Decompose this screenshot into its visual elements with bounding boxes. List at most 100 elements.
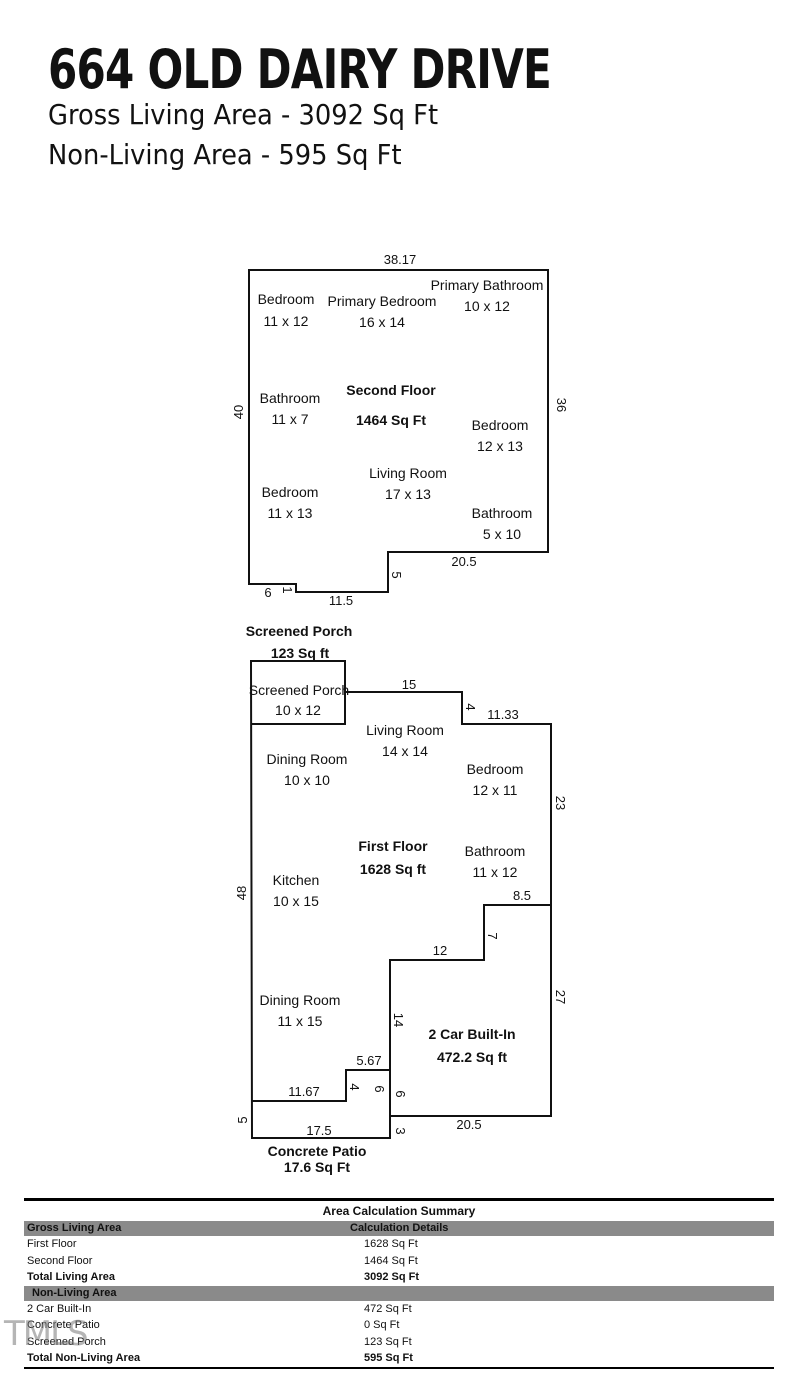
divider	[24, 1198, 774, 1201]
room-size: 10 x 12	[275, 702, 321, 718]
dimension-label: 27	[553, 990, 568, 1004]
dimension-label: 48	[234, 886, 249, 900]
garage-area: 472.2 Sq ft	[437, 1049, 507, 1065]
room-size: 11 x 7	[271, 411, 308, 427]
table-row: 2 Car Built-In 472 Sq Ft	[24, 1301, 774, 1318]
room-name: Bathroom	[472, 505, 533, 521]
dimension-label: 1	[280, 586, 295, 593]
row-value: 1628 Sq Ft	[364, 1238, 418, 1250]
room-name: Primary Bathroom	[431, 277, 544, 293]
room-name: Dining Room	[267, 751, 348, 767]
dimension-label: 38.17	[384, 252, 417, 267]
second-floor-area: 1464 Sq Ft	[356, 412, 426, 428]
dimension-label: 20.5	[456, 1117, 481, 1132]
room-size: 12 x 11	[473, 782, 518, 798]
room-name: Screened Porch	[249, 682, 349, 698]
row-label: Screened Porch	[27, 1335, 106, 1348]
room-name: Dining Room	[260, 992, 341, 1008]
row-value: 3092 Sq Ft	[364, 1271, 420, 1283]
patio-area: 17.6 Sq Ft	[284, 1159, 350, 1175]
dimension-label: 6	[372, 1085, 387, 1092]
dimension-label: 5	[389, 571, 404, 578]
room-name: Primary Bedroom	[328, 293, 437, 309]
dimension-label: 5	[235, 1116, 250, 1123]
room-size: 17 x 13	[385, 486, 431, 502]
room-name: Bedroom	[258, 291, 315, 307]
table-row: Second Floor 1464 Sq Ft	[24, 1253, 774, 1270]
mls-watermark: TMLS	[4, 1314, 89, 1354]
second-floor-rooms: Bedroom 11 x 12 Primary Bedroom 16 x 14 …	[258, 277, 544, 542]
gross-living-header: Gross Living Area	[27, 1222, 122, 1234]
gross-living-area-heading: Gross Living Area - 3092 Sq Ft	[48, 98, 439, 131]
non-living-header: Non-Living Area	[32, 1286, 117, 1299]
row-value: 595 Sq Ft	[364, 1352, 413, 1364]
row-label: Total Living Area	[27, 1271, 116, 1283]
room-name: Bedroom	[262, 484, 319, 500]
address-title: 664 OLD DAIRY DRIVE	[48, 38, 552, 101]
room-size: 10 x 15	[273, 893, 319, 909]
dimension-label: 17.5	[306, 1123, 331, 1138]
dimension-label: 5.67	[356, 1053, 381, 1068]
dimension-label: 4	[347, 1083, 362, 1090]
room-name: Kitchen	[273, 872, 320, 888]
room-size: 12 x 13	[477, 438, 523, 454]
row-value: 472 Sq Ft	[364, 1302, 412, 1315]
patio-title: Concrete Patio	[268, 1143, 367, 1159]
row-label: First Floor	[27, 1238, 77, 1250]
dimension-label: 7	[485, 932, 500, 939]
first-floor-title: First Floor	[358, 838, 428, 854]
dimension-label: 23	[553, 796, 568, 810]
first-floor-dimensions: 15 4 11.33 23 48 8.5 7 12 27 14 5.67 4 6…	[234, 677, 568, 1138]
dimension-label: 15	[402, 677, 416, 692]
dimension-label: 20.5	[451, 554, 476, 569]
total-living-row: Total Living Area 3092 Sq Ft	[24, 1269, 774, 1286]
dimension-label: 14	[391, 1013, 406, 1027]
dimension-label: 11.5	[329, 593, 353, 608]
dimension-label: 6	[264, 585, 271, 600]
room-name: Bedroom	[472, 417, 529, 433]
total-non-living-row: Total Non-Living Area 595 Sq Ft	[24, 1350, 774, 1367]
room-name: Living Room	[366, 722, 444, 738]
calculation-details-header: Calculation Details	[350, 1222, 449, 1234]
table-row: Concrete Patio 0 Sq Ft	[24, 1317, 774, 1334]
row-label: Second Floor	[27, 1254, 93, 1267]
room-size: 11 x 12	[473, 864, 518, 880]
room-size: 5 x 10	[483, 526, 521, 542]
screened-porch-title: Screened Porch	[246, 623, 353, 639]
row-label: Total Non-Living Area	[27, 1352, 141, 1364]
dimension-label: 8.5	[513, 888, 531, 903]
second-floor-dimensions: 38.17 36 40 20.5 5 11.5 1 6	[231, 252, 569, 608]
dimension-label: 3	[393, 1127, 408, 1134]
first-floor-inner-walls	[251, 692, 551, 1116]
row-label: Concrete Patio	[27, 1319, 100, 1331]
room-name: Bedroom	[467, 761, 524, 777]
room-name: Bathroom	[260, 390, 321, 406]
dimension-label: 6	[393, 1090, 408, 1097]
room-size: 11 x 15	[278, 1013, 323, 1029]
dimension-label: 40	[231, 405, 246, 419]
table-row: First Floor 1628 Sq Ft	[24, 1236, 774, 1253]
garage-title: 2 Car Built-In	[428, 1026, 515, 1042]
dimension-label: 12	[433, 943, 447, 958]
dimension-label: 4	[463, 703, 478, 710]
screened-porch-area: 123 Sq ft	[271, 645, 330, 661]
row-value: 123 Sq Ft	[364, 1335, 412, 1348]
summary-title: Area Calculation Summary	[322, 1204, 476, 1218]
room-name: Living Room	[369, 465, 447, 481]
row-label: 2 Car Built-In	[27, 1302, 92, 1315]
non-living-header-bar: Non-Living Area	[24, 1285, 774, 1301]
room-size: 10 x 10	[284, 772, 330, 788]
dimension-label: 36	[554, 398, 569, 412]
room-size: 11 x 13	[268, 505, 313, 521]
row-value: 0 Sq Ft	[364, 1319, 400, 1331]
divider	[24, 1366, 774, 1369]
non-living-area-heading: Non-Living Area - 595 Sq Ft	[48, 138, 402, 171]
dimension-label: 11.67	[288, 1084, 320, 1099]
first-floor-outline	[249, 660, 552, 1139]
table-row: Screened Porch 123 Sq Ft	[24, 1334, 774, 1351]
room-size: 14 x 14	[382, 743, 428, 759]
second-floor-title: Second Floor	[346, 382, 436, 398]
dimension-label: 11.33	[487, 707, 519, 722]
room-name: Bathroom	[465, 843, 526, 859]
second-floor-outline	[248, 269, 549, 593]
